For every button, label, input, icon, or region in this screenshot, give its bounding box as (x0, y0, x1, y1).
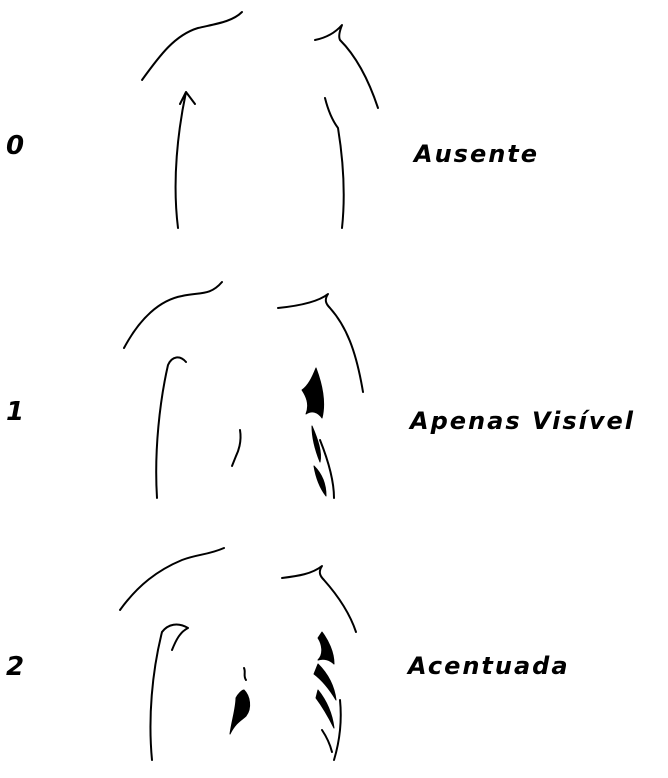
left-arm-contour-2 (150, 625, 188, 760)
sternal-mark-2 (244, 668, 246, 680)
subcostal-retraction-2 (318, 632, 334, 664)
right-arm-contour-2 (334, 700, 341, 760)
label-2: Acentuada (408, 652, 570, 680)
intercostal-contour-2 (322, 730, 332, 752)
right-shoulder-2 (282, 566, 356, 632)
left-shoulder-2 (120, 548, 224, 610)
intercostal-retraction-2b (316, 690, 334, 728)
sternal-retraction-2 (230, 690, 250, 734)
